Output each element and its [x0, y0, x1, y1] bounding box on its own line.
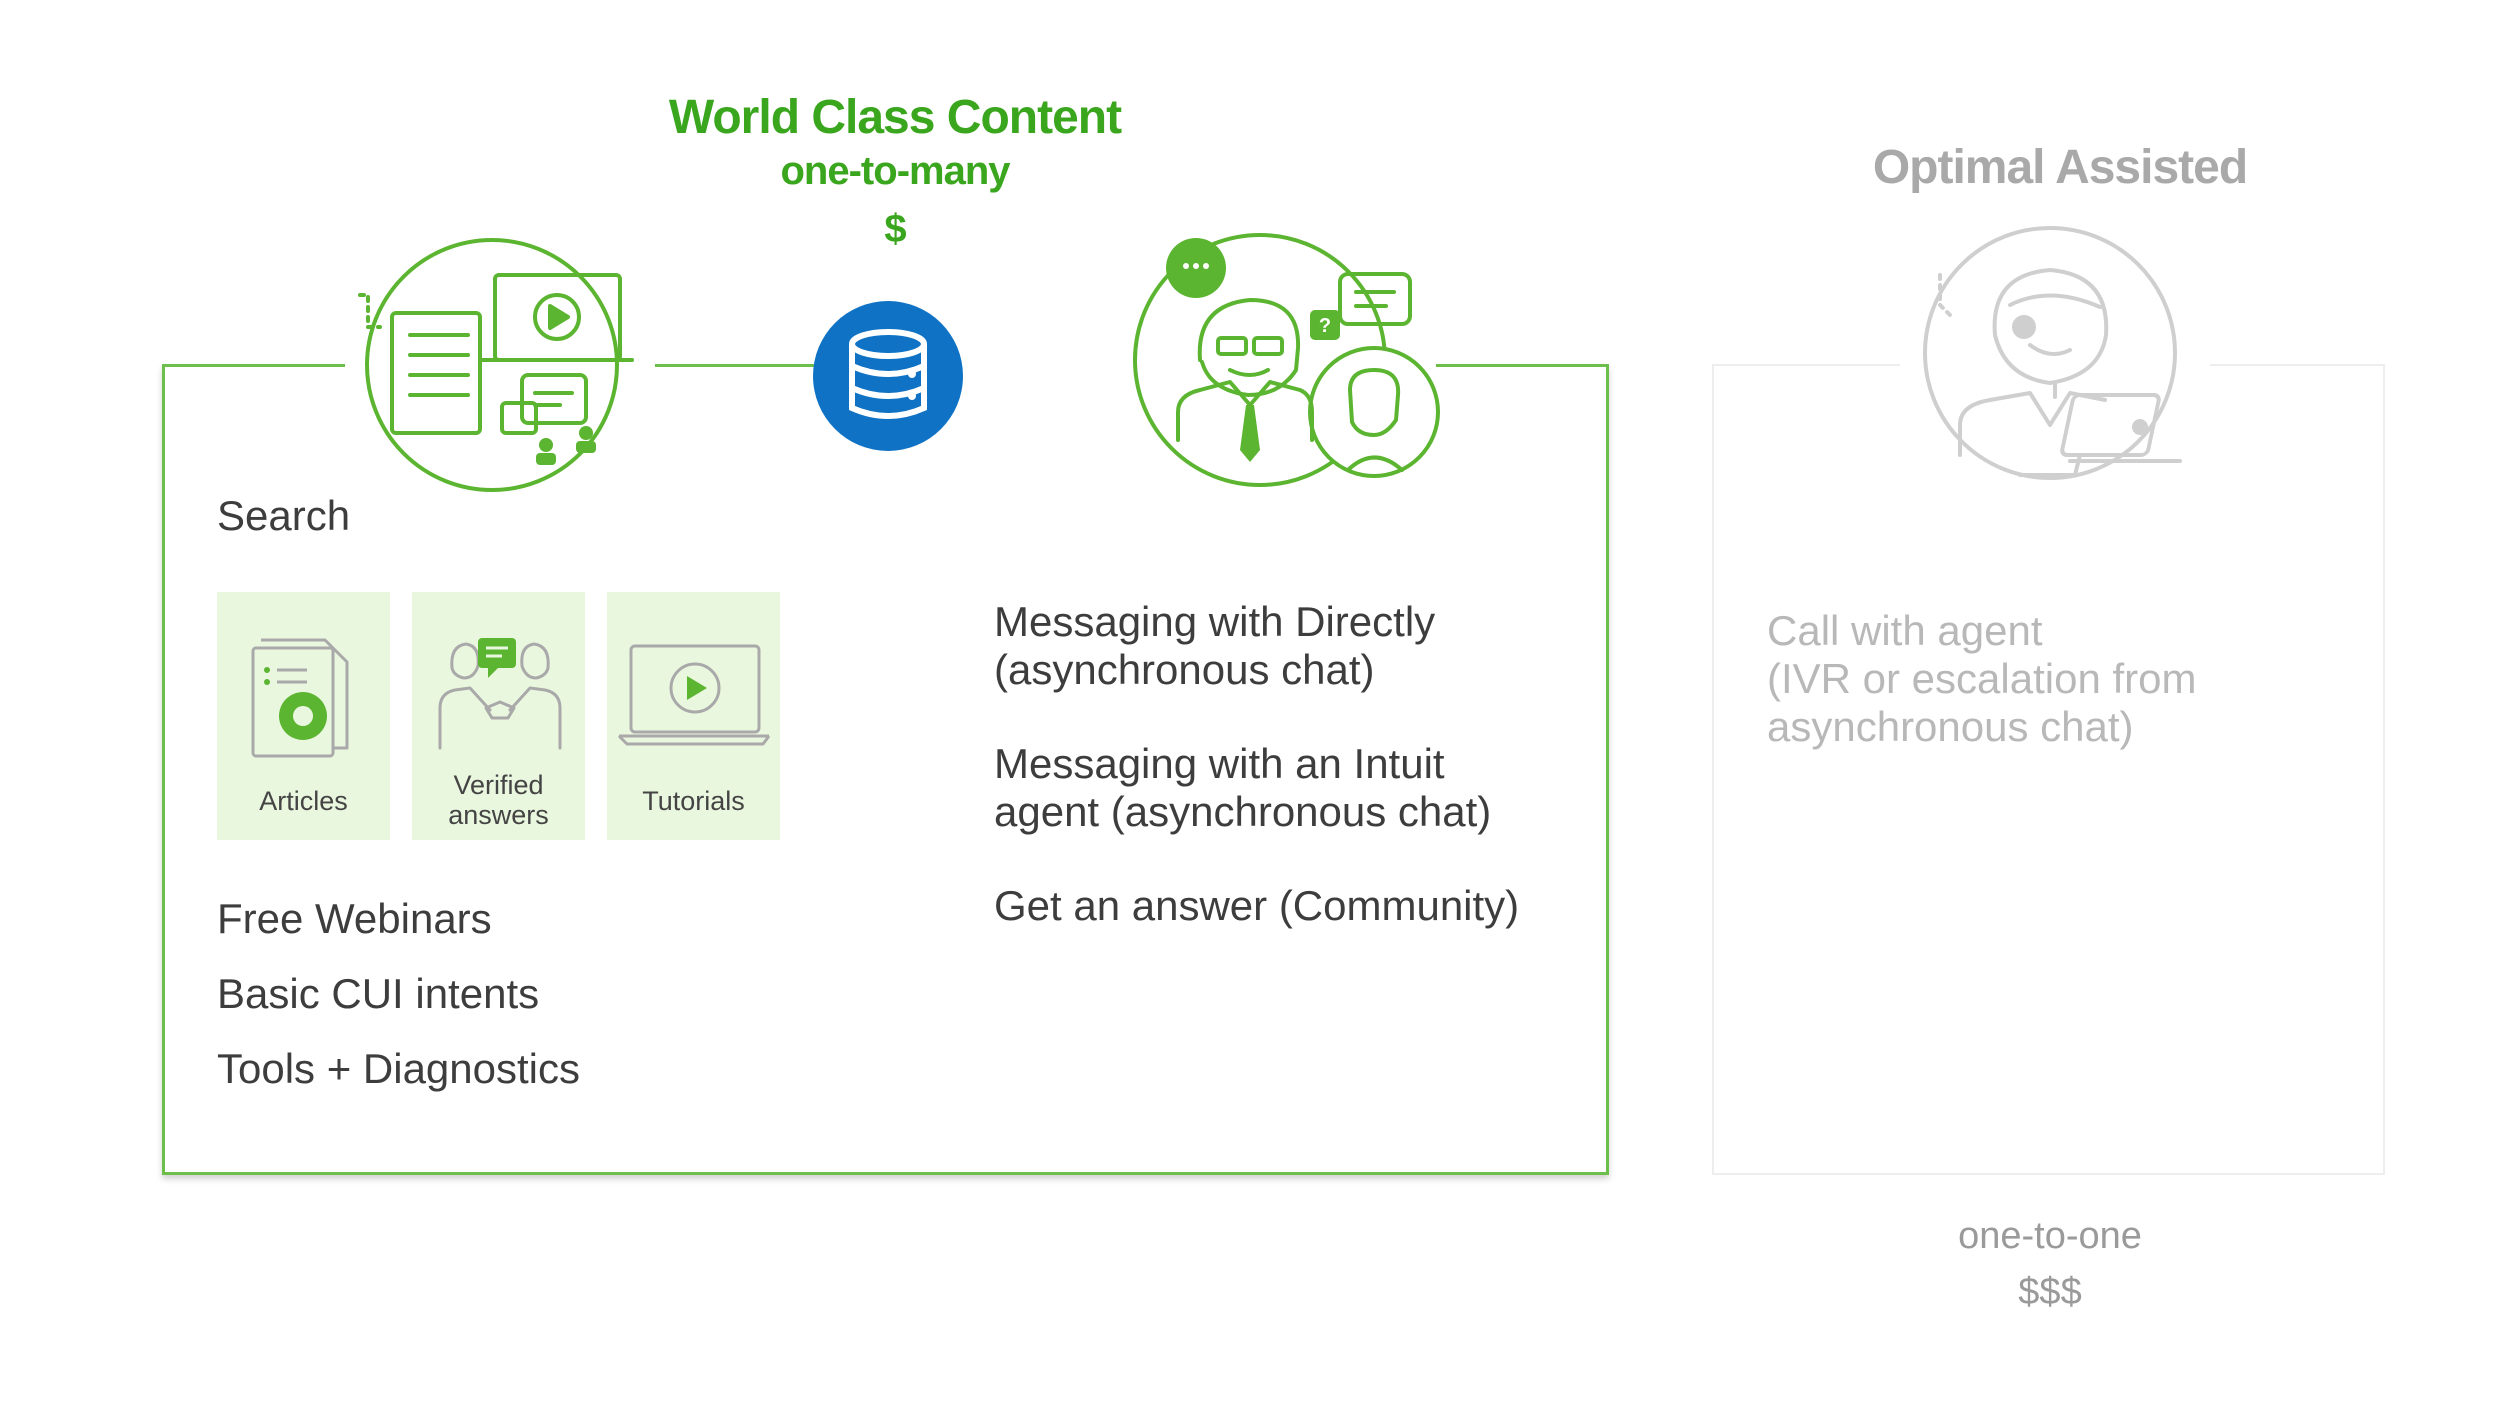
list-item-tools[interactable]: Tools + Diagnostics: [217, 1045, 581, 1092]
messaging-directly-line1[interactable]: Messaging with Directly: [994, 598, 1436, 645]
call-agent-line3: asynchronous chat): [1767, 703, 2134, 750]
tutorials-label: Tutorials: [642, 786, 745, 816]
verified-answers-tile[interactable]: Verified answers: [412, 592, 585, 840]
articles-label: Articles: [259, 786, 348, 816]
svg-text:?: ?: [1319, 315, 1331, 337]
assisted-subtitle: one-to-one: [1958, 1215, 2142, 1257]
list-item-cui-intents[interactable]: Basic CUI intents: [217, 970, 540, 1017]
verified-answers-label-1: Verified: [453, 770, 544, 800]
content-cost: $: [884, 207, 906, 251]
assisted-title: Optimal Assisted: [1872, 141, 2248, 194]
article-icon: [251, 638, 349, 758]
content-title: World Class Content: [668, 91, 1122, 144]
call-agent-line1: Call with agent: [1767, 607, 2043, 654]
search-label[interactable]: Search: [217, 492, 351, 539]
messaging-intuit-line1[interactable]: Messaging with an Intuit: [994, 740, 1445, 787]
verified-answers-label-2: answers: [448, 800, 549, 830]
content-subtitle: one-to-many: [780, 149, 1011, 193]
content-documents-icon: [358, 238, 634, 492]
messaging-directly-line2: (asynchronous chat): [994, 646, 1375, 693]
headset-agent-icon: [1923, 226, 2182, 480]
call-agent-line2: (IVR or escalation from: [1767, 655, 2197, 702]
community-answer[interactable]: Get an answer (Community): [994, 882, 1520, 929]
articles-tile[interactable]: Articles: [217, 592, 390, 840]
handshake-icon: [438, 638, 562, 750]
list-item-webinars[interactable]: Free Webinars: [217, 895, 492, 942]
assisted-panel: [1712, 364, 2385, 1175]
messaging-intuit-line2: agent (asynchronous chat): [994, 788, 1492, 835]
tutorial-video-icon: [617, 644, 771, 746]
tutorials-tile[interactable]: Tutorials: [607, 592, 780, 840]
assisted-cost: $$$: [2018, 1271, 2082, 1313]
agent-chat-icon: ?: [1133, 233, 1440, 487]
database-icon: [813, 301, 963, 451]
